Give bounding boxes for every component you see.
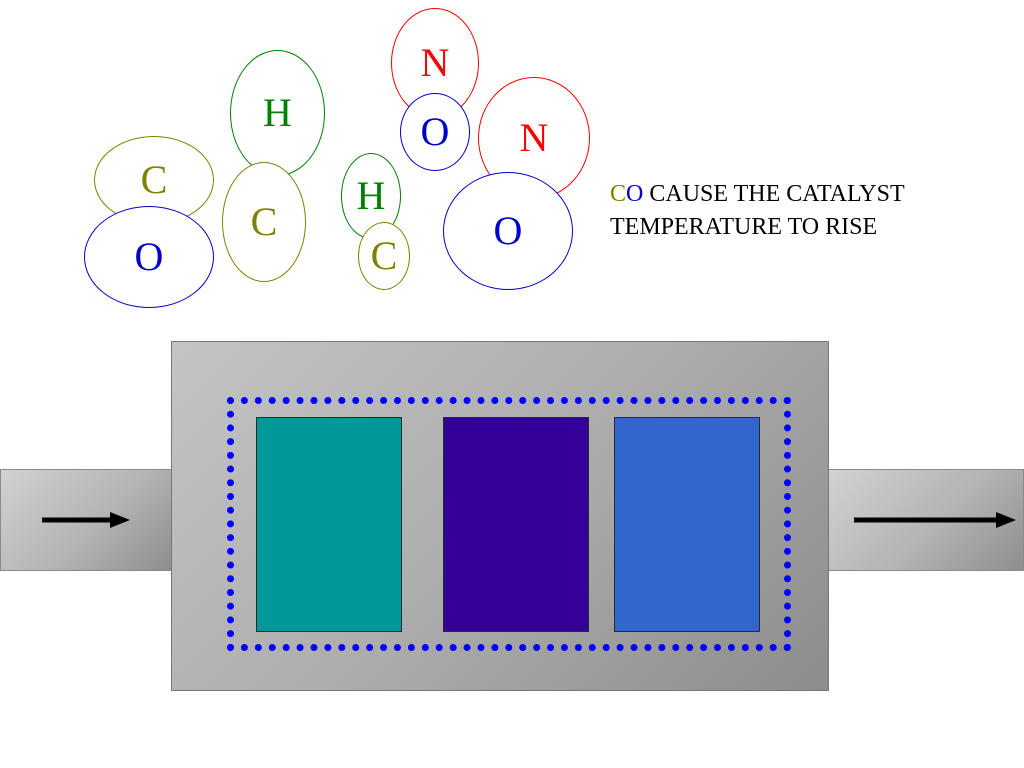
catalyst-brick-3	[614, 417, 760, 632]
caption-line-1-text: CAUSE THE CATALYST	[643, 181, 905, 207]
catalyst-brick-2	[443, 417, 589, 632]
caption-line-1: CO CAUSE THE CATALYST	[610, 178, 905, 211]
outlet-flow-arrow-icon	[854, 512, 1016, 528]
caption-line-2: TEMPERATURE TO RISE	[610, 214, 878, 240]
inlet-flow-arrow-icon	[42, 512, 130, 528]
catalyst-boundary	[227, 397, 791, 651]
hc-large-carbon-atom: C	[222, 162, 306, 282]
diagram-caption: CO CAUSE THE CATALYST TEMPERATURE TO RIS…	[610, 178, 905, 244]
catalyst-brick-1	[256, 417, 402, 632]
no-large-oxygen-atom: O	[443, 172, 573, 290]
no-small-oxygen-atom: O	[400, 93, 470, 171]
co-oxygen-atom: O	[84, 206, 214, 308]
hc-small-carbon-atom: C	[358, 222, 410, 290]
caption-formula-c: C	[610, 181, 627, 207]
hc-large-hydrogen-atom: H	[230, 50, 325, 176]
caption-formula-o: O	[626, 181, 644, 207]
